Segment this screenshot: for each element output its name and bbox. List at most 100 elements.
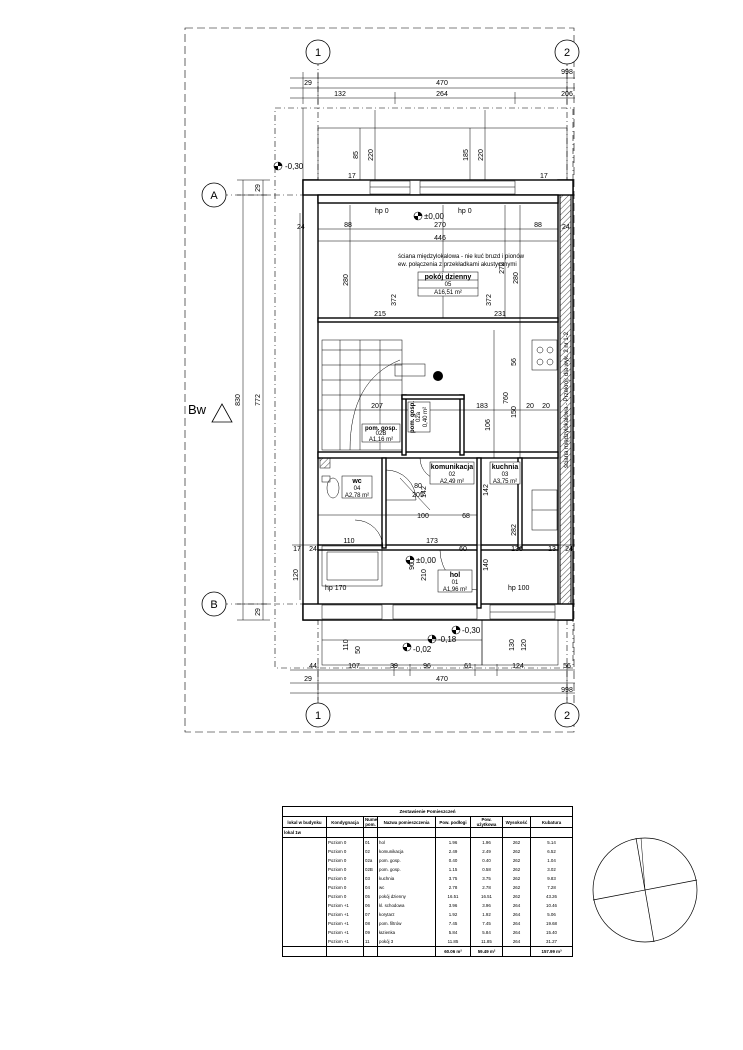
room-area: A2,49 m² (440, 479, 464, 485)
dimension-text: 110 (343, 538, 354, 545)
cell-level: Poziom +1 (326, 901, 364, 910)
room-area: A3,75 m² (493, 479, 517, 485)
cell-height: 264 (502, 901, 531, 910)
cell-room-name: pom. gosp. (377, 856, 436, 865)
room-number: 03 (502, 472, 509, 478)
axis-bubble-1-bottom (305, 702, 331, 728)
dimension-text: 760 (503, 392, 510, 404)
dimension-text: 39 (390, 663, 398, 670)
cell-number: 09 (363, 928, 378, 937)
cell-volume: 1.04 (529, 856, 574, 865)
axis-bubble-A (201, 182, 227, 208)
hp-label: hp 0 (458, 208, 472, 215)
dimension-text: 998 (561, 69, 573, 76)
level-marker: -0,30 (273, 161, 304, 171)
cell-volume: 7.28 (529, 883, 574, 892)
table-row: Poziom +1 08 pom. filtrów 7.45 7.45 264 … (282, 919, 574, 928)
kitchen-fittings (531, 339, 558, 531)
cell-usable-area: 2.49 (470, 847, 503, 856)
interior-dimension-labels: 280 372 372 280 272 215 231 207 183 106 … (293, 262, 573, 654)
axis-label: B (210, 599, 217, 611)
cell-room-name: pom. gosp. (377, 865, 436, 874)
cell-room-name: pokój dzienny (377, 892, 436, 901)
cell-usable-area: 0.40 (470, 856, 503, 865)
cell-floor-area: 3.96 (435, 901, 471, 910)
north-arrow-compass (592, 837, 698, 943)
axis-label: 2 (564, 710, 570, 722)
table-row: Poziom 0 02B pom. gosp. 1.15 0.58 262 3.… (282, 865, 574, 874)
dimension-text: 140 (483, 559, 490, 571)
dimension-text: 88 (534, 222, 542, 229)
dimension-text: 207 (371, 403, 383, 410)
table-row: Poziom +1 06 kl. schodowa 3.96 3.96 264 … (282, 901, 574, 910)
room-number: 02a (416, 411, 422, 422)
cell-height: 262 (502, 874, 531, 883)
room-area: A2,78 m² (345, 493, 369, 499)
col-header: Nazwa pomieszczenia (377, 816, 436, 828)
dimension-text: 264 (436, 91, 448, 98)
dimension-text: 173 (426, 538, 438, 545)
room-number: 04 (354, 486, 361, 492)
dimension-text: 142 (483, 484, 490, 496)
axis-label: 2 (564, 47, 570, 59)
dimension-text: 270 (434, 222, 446, 229)
total-floor-area: 60.06 m² (435, 946, 471, 957)
wall-note-2: ew. połączenia z przekładkami akustyczny… (398, 262, 517, 268)
cell-usable-area: 7.45 (470, 919, 503, 928)
cell-volume: 15.40 (529, 928, 574, 937)
table-row: Poziom 0 03 kuchnia 3.75 3.75 262 9.83 (282, 874, 574, 883)
cell-volume: 19.68 (529, 919, 574, 928)
cell-room-name: łazienka (377, 928, 436, 937)
cell-floor-area: 1.92 (435, 910, 471, 919)
cell-number: 04 (363, 883, 378, 892)
cell-number: 06 (363, 901, 378, 910)
level-text: -0,18 (438, 635, 457, 644)
table-row: Poziom 0 02a pom. gosp. 0.40 0.40 262 1.… (282, 856, 574, 865)
cell-room-name: korytarz (377, 910, 436, 919)
level-marker-ext2: -0,18 (427, 634, 457, 644)
room-label-circulation: komunikacja 02 A2,49 m² (429, 461, 475, 485)
cell-number: 02 (363, 847, 378, 856)
cell-usable-area: 0.58 (470, 865, 503, 874)
level-text: ±0,00 (416, 556, 437, 565)
axis-bubble-2-top (554, 39, 580, 65)
cell-height: 262 (502, 837, 531, 847)
cell-usable-area: 11.85 (470, 937, 503, 947)
dimension-text: 106 (485, 419, 492, 431)
dimension-text: 29 (255, 184, 262, 192)
cell-usable-area: 1.92 (470, 910, 503, 919)
dimension-text: 231 (494, 311, 506, 318)
dimension-text: 17 (348, 173, 356, 180)
room-name: kuchnia (492, 464, 519, 471)
axis-bubble-1-top (305, 39, 331, 65)
dimension-text: 80 (414, 483, 422, 490)
level-text: ±0,00 (424, 212, 445, 221)
dimension-text: 85 (353, 151, 360, 159)
dimension-text: 210 (421, 569, 428, 581)
dimension-text: 120 (293, 569, 300, 581)
cell-height: 262 (502, 883, 531, 892)
col-header: Numer pom. (363, 816, 378, 828)
cell-floor-area: 1.96 (435, 837, 471, 847)
dimension-text: 130 (511, 546, 523, 553)
left-dimensions: 830 772 29 29 (235, 179, 270, 621)
room-label-wc: wc 04 A2,78 m² (341, 475, 373, 499)
col-header: Pow. podłogi (435, 816, 471, 828)
room-name: wc (351, 478, 361, 485)
dimension-text: 56 (563, 663, 571, 670)
dimension-text: 372 (486, 294, 493, 306)
dimension-text: 56 (511, 358, 518, 366)
level-text: -0,02 (413, 645, 432, 654)
room-name: hol (450, 572, 461, 579)
cell-number: 08 (363, 919, 378, 928)
cell-room-name: wc (377, 883, 436, 892)
cell-number: 07 (363, 910, 378, 919)
wall-mark-label: Bw (188, 402, 207, 417)
room-label-storage-b: pom. gosp. 02B A1,16 m² (361, 423, 401, 443)
cell-level: Poziom 0 (326, 874, 364, 883)
dimension-text: 282 (511, 524, 518, 536)
cell-volume: 10.46 (529, 901, 574, 910)
total-volume: 157.99 m³ (529, 946, 574, 957)
cell-number: 02B (363, 865, 378, 874)
cell-height: 262 (502, 865, 531, 874)
